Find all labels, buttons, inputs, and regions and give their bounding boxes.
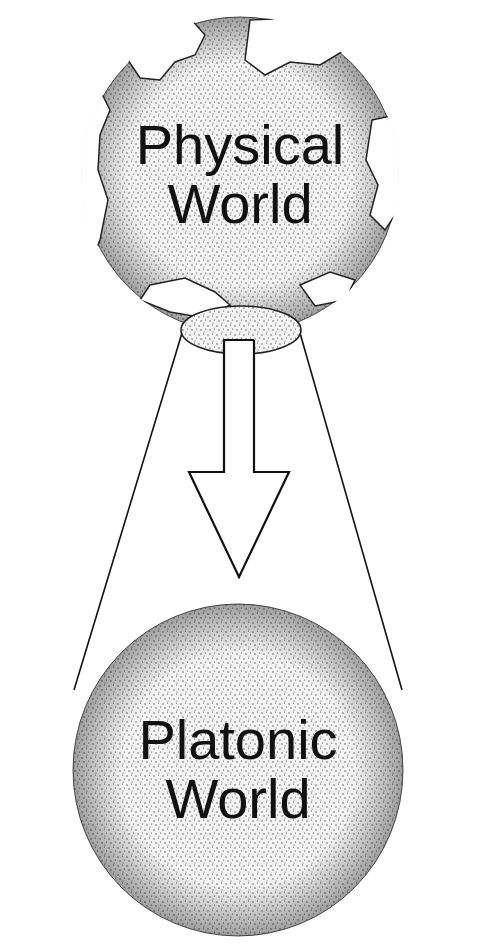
text-holder: Physical World bbox=[81, 16, 399, 334]
globe-circle: Physical World bbox=[81, 16, 399, 334]
globe-label: Platonic World bbox=[113, 711, 363, 829]
globe-circle: Platonic World bbox=[72, 603, 404, 937]
globe-label: Physical World bbox=[115, 116, 365, 234]
text-holder: Platonic World bbox=[72, 603, 404, 937]
hollow-arrow bbox=[189, 340, 289, 577]
